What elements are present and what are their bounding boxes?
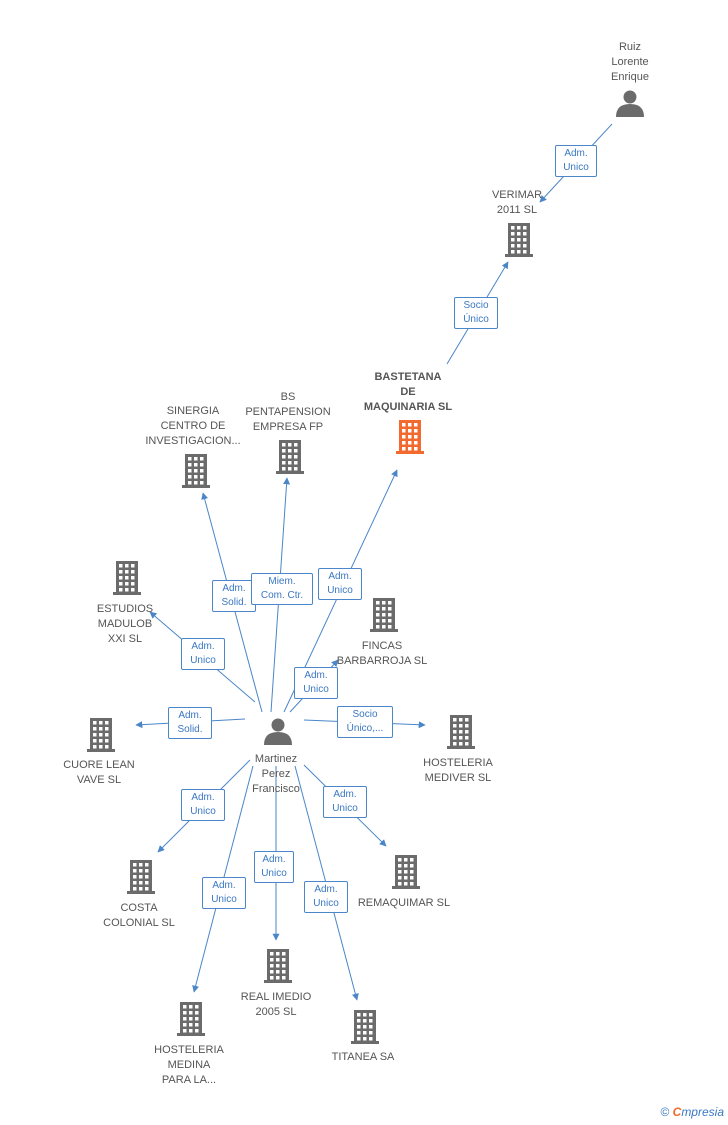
building-icon-verimar[interactable]: [505, 223, 533, 257]
brand-footer[interactable]: © Cmpresia: [660, 1105, 724, 1119]
node-label-bastetana[interactable]: BASTETANA DE MAQUINARIA SL: [363, 371, 453, 413]
building-icon-titanea[interactable]: [351, 1010, 379, 1044]
edge-label-martinez-costa[interactable]: Adm. Unico: [181, 789, 225, 821]
copyright-symbol: ©: [660, 1105, 670, 1119]
edge-label-martinez-sinergia[interactable]: Adm. Solid.: [212, 580, 256, 612]
edge-label-martinez-remaquimar[interactable]: Adm. Unico: [323, 786, 367, 818]
edge-label-ruiz-verimar[interactable]: Adm. Unico: [555, 145, 597, 177]
node-label-real[interactable]: REAL IMEDIO 2005 SL: [240, 991, 312, 1018]
node-label-fincas[interactable]: FINCAS BARBARROJA SL: [336, 640, 428, 667]
building-icon-bs[interactable]: [276, 440, 304, 474]
brand-logo-text: mpresia: [681, 1105, 724, 1119]
node-label-titanea[interactable]: TITANEA SA: [331, 1051, 395, 1063]
brand-logo-initial: C: [672, 1105, 682, 1119]
node-label-verimar[interactable]: VERIMAR 2011 SL: [491, 189, 543, 216]
node-label-costa[interactable]: COSTA COLONIAL SL: [103, 902, 175, 929]
edge-label-martinez-cuore[interactable]: Adm. Solid.: [168, 707, 212, 739]
edge-label-martinez-estudios[interactable]: Adm. Unico: [181, 638, 225, 670]
edge-label-verimar-bastetana[interactable]: Socio Único: [454, 297, 498, 329]
building-icon-cuore[interactable]: [87, 718, 115, 752]
node-label-martinez[interactable]: Martinez Perez Francisco: [252, 753, 300, 795]
building-icon-costa[interactable]: [127, 860, 155, 894]
edge-label-martinez-hosteleria_medina[interactable]: Adm. Unico: [202, 877, 246, 909]
node-label-hosteleria_medina[interactable]: HOSTELERIA MEDINA PARA LA...: [154, 1044, 224, 1086]
person-icon-martinez[interactable]: [264, 718, 292, 746]
edge-label-martinez-bastetana[interactable]: Adm. Unico: [318, 568, 362, 600]
node-label-sinergia[interactable]: SINERGIA CENTRO DE INVESTIGACION...: [145, 405, 241, 447]
node-label-hosteleria_mediver[interactable]: HOSTELERIA MEDIVER SL: [423, 757, 493, 784]
building-icon-remaquimar[interactable]: [392, 855, 420, 889]
building-icon-bastetana[interactable]: [396, 420, 424, 454]
node-label-remaquimar[interactable]: REMAQUIMAR SL: [357, 897, 451, 909]
building-icon-sinergia[interactable]: [182, 454, 210, 488]
edge-label-martinez-titanea[interactable]: Adm. Unico: [304, 881, 348, 913]
edge-label-martinez-fincas[interactable]: Adm. Unico: [294, 667, 338, 699]
building-icon-hosteleria_mediver[interactable]: [447, 715, 475, 749]
building-icon-real[interactable]: [264, 949, 292, 983]
building-icon-hosteleria_medina[interactable]: [177, 1002, 205, 1036]
person-icon-ruiz[interactable]: [616, 90, 644, 118]
node-label-bs[interactable]: BS PENTAPENSION EMPRESA FP: [245, 391, 331, 433]
edge-label-martinez-real[interactable]: Adm. Unico: [254, 851, 294, 883]
edge-label-martinez-hosteleria_mediver[interactable]: Socio Único,...: [337, 706, 393, 738]
edge-label-martinez-bs[interactable]: Miem. Com. Ctr.: [251, 573, 313, 605]
node-label-cuore[interactable]: CUORE LEAN VAVE SL: [63, 759, 135, 786]
node-label-ruiz[interactable]: Ruiz Lorente Enrique: [611, 41, 649, 83]
building-icon-estudios[interactable]: [113, 561, 141, 595]
node-label-estudios[interactable]: ESTUDIOS MADULOB XXI SL: [96, 603, 154, 645]
building-icon-fincas[interactable]: [370, 598, 398, 632]
